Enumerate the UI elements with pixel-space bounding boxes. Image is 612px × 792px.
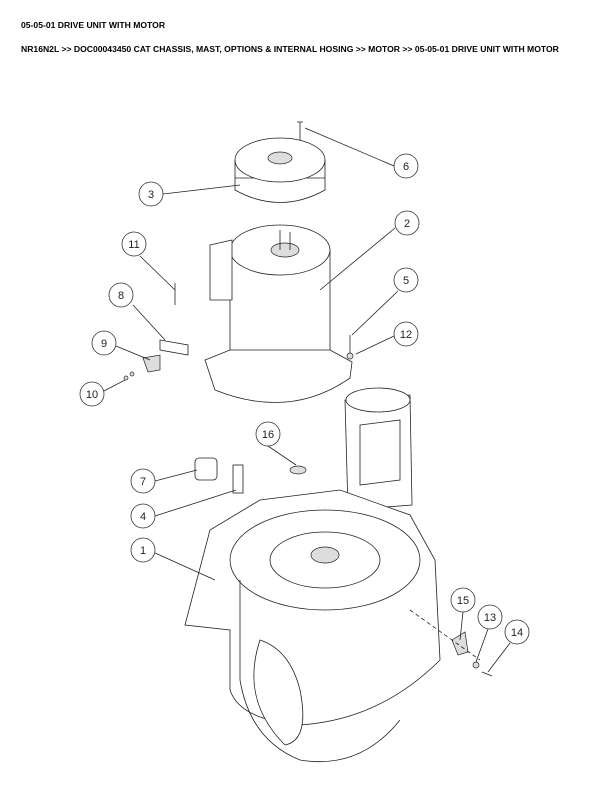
callout-circle <box>121 231 147 257</box>
callout-10: 10 <box>79 381 105 407</box>
callout-4: 4 <box>130 503 156 529</box>
motor <box>204 224 353 403</box>
callout-2: 2 <box>394 210 420 236</box>
callout-circle <box>130 537 156 563</box>
callout-16: 16 <box>255 421 281 447</box>
callout-number: 3 <box>148 189 154 201</box>
callout-circle <box>477 604 503 630</box>
callout-number: 5 <box>403 275 409 287</box>
leader-lines <box>103 127 511 673</box>
callout-number: 4 <box>140 511 146 523</box>
callout-number: 11 <box>128 239 139 251</box>
callout-number: 8 <box>118 290 124 302</box>
callout-circle <box>91 330 117 356</box>
callout-12: 12 <box>393 321 419 347</box>
callout-circle <box>130 468 156 494</box>
callout-11: 11 <box>121 231 147 257</box>
callout-circle <box>393 267 419 293</box>
callout-6: 6 <box>393 153 419 179</box>
callout-circle <box>393 153 419 179</box>
callout-number: 10 <box>86 389 98 401</box>
callout-number: 1 <box>140 545 146 557</box>
callout-9: 9 <box>91 330 117 356</box>
callout-14: 14 <box>504 619 530 645</box>
callout-13: 13 <box>477 604 503 630</box>
callout-circle <box>504 619 530 645</box>
callout-circle <box>255 421 281 447</box>
callout-number: 6 <box>403 161 409 173</box>
callout-number: 12 <box>400 329 412 341</box>
callout-15: 15 <box>450 587 476 613</box>
callout-circle <box>79 381 105 407</box>
screw-6 <box>297 121 303 140</box>
callout-3: 3 <box>138 181 164 207</box>
callout-number: 15 <box>457 595 469 607</box>
callout-7: 7 <box>130 468 156 494</box>
callout-circle <box>450 587 476 613</box>
callout-number: 7 <box>140 476 146 488</box>
callout-circle <box>393 321 419 347</box>
callout-5: 5 <box>393 267 419 293</box>
page-title: 05-05-01 DRIVE UNIT WITH MOTOR <box>21 20 166 30</box>
callout-1: 1 <box>130 537 156 563</box>
callout-number: 2 <box>404 218 410 230</box>
callout-number: 9 <box>101 338 107 350</box>
callout-circle <box>130 503 156 529</box>
brake-cover <box>234 137 326 203</box>
callout-number: 14 <box>511 627 523 639</box>
callout-number: 16 <box>262 429 274 441</box>
control-module <box>344 387 413 511</box>
callout-circle <box>138 181 164 207</box>
drive-housing <box>184 489 441 763</box>
callout-circle <box>108 282 134 308</box>
callout-number: 13 <box>484 612 496 624</box>
breadcrumb: NR16N2L >> DOC00043450 CAT CHASSIS, MAST… <box>21 44 559 54</box>
callout-8: 8 <box>108 282 134 308</box>
callout-circle <box>394 210 420 236</box>
